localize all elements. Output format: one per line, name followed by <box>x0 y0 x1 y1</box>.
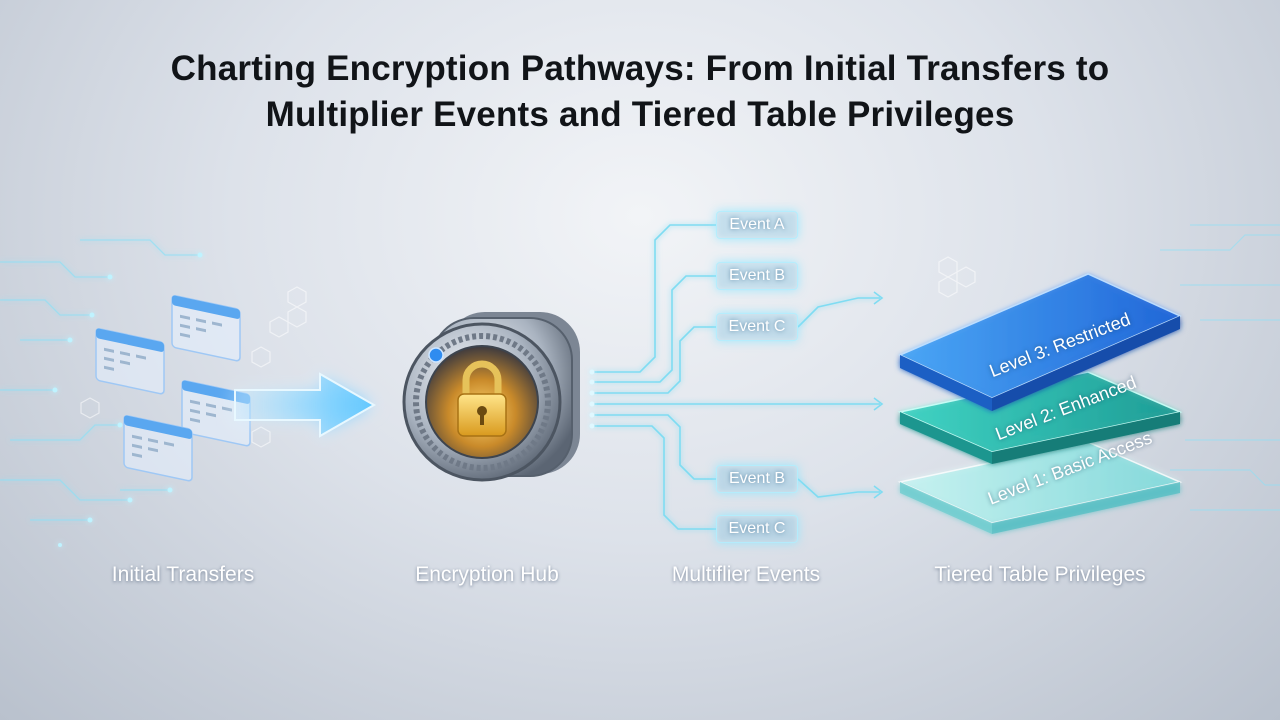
hub-connector-ports <box>589 369 595 429</box>
tier-slab-level-3 <box>898 273 1182 411</box>
left-circuit-traces <box>0 239 200 521</box>
data-card-icon <box>171 294 241 362</box>
page-title: Charting Encryption Pathways: From Initi… <box>0 46 1280 138</box>
stage-label-encryption-hub: Encryption Hub <box>415 563 559 586</box>
event-box-upper-a: Event A <box>716 211 798 239</box>
hexagon-pattern-left <box>80 286 307 448</box>
connector-arrowheads <box>873 291 884 499</box>
data-card-icon <box>95 327 165 395</box>
title-line-2: Multiplier Events and Tiered Table Privi… <box>265 95 1015 134</box>
right-circuit-traces <box>1160 224 1280 511</box>
event-box-upper-c: Event C <box>716 313 798 341</box>
glowing-arrow-icon <box>234 372 377 438</box>
data-card-icon <box>123 414 193 482</box>
tier-slabs <box>897 273 1183 534</box>
event-box-upper-b: Event B <box>716 262 798 290</box>
title-line-1: Charting Encryption Pathways: From Initi… <box>170 49 1110 88</box>
event-box-lower-c: Event C <box>716 515 798 543</box>
padlock-vault-icon <box>402 312 580 482</box>
tier-slab-level-2 <box>897 371 1183 464</box>
event-box-lower-b: Event B <box>716 465 798 493</box>
data-card-icon <box>181 379 251 447</box>
tier-slab-level-1 <box>897 441 1183 534</box>
stage-label-multiplier-events: Multiflier Events <box>671 563 821 586</box>
hub-connector-traces <box>590 224 880 530</box>
hexagon-pattern-right <box>938 256 976 298</box>
stage-label-initial-transfers: Initial Transfers <box>111 563 255 586</box>
stage-label-tiered-privileges: Tiered Table Privileges <box>934 563 1146 586</box>
left-circuit-nodes <box>52 252 203 547</box>
initial-transfers-cards <box>95 294 251 482</box>
